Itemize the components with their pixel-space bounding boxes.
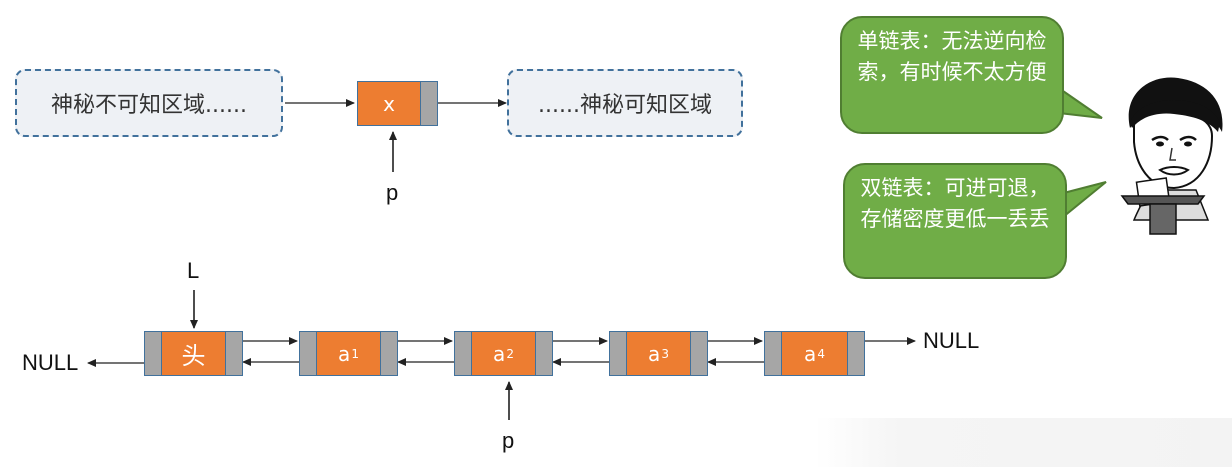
bubble-single-list: 单链表：无法逆向检索，有时候不太方便 [840,16,1064,134]
node-head-data: 头 [162,332,225,375]
node-head-prior [145,332,162,375]
node-head: 头 [144,331,243,376]
node-a1-next [380,332,397,375]
node-a4-label: a [804,341,817,366]
null-left: NULL [22,350,79,375]
node-a1-label: a [338,341,351,366]
node-a4-index: 4 [817,346,825,361]
node-a2-index: 2 [506,346,514,361]
node-a3-prior [610,332,627,375]
node-a4-prior [765,332,782,375]
bubble-double-text: 双链表：可进可退，存储密度更低一丢丢 [860,176,1050,231]
mystery-region-right: ......神秘可知区域 [507,69,743,137]
null-right: NULL [923,328,980,353]
node-x-data: x [358,82,420,125]
mystery-region-right-text: ......神秘可知区域 [538,93,712,118]
node-head-label: 头 [181,342,206,370]
node-a2-prior [455,332,472,375]
bubble-single-text: 单链表：无法逆向检索，有时候不太方便 [857,29,1047,84]
node-a1-prior [300,332,317,375]
watermark-strip [815,418,1232,467]
meme-reader-icon [1120,77,1223,235]
pointer-p-top: p [386,180,399,205]
mystery-region-left: 神秘不可知区域...... [15,69,283,137]
bubble-double-list: 双链表：可进可退，存储密度更低一丢丢 [843,163,1067,279]
node-a2-next [535,332,552,375]
node-a3-label: a [648,341,661,366]
node-a2-label: a [493,341,506,366]
pointer-L: L [187,258,200,283]
node-x-label: x [383,91,395,116]
mystery-region-left-text: 神秘不可知区域...... [51,93,247,118]
pointer-p-bottom: p [502,428,515,453]
node-a3-next [690,332,707,375]
node-a3-index: 3 [661,346,669,361]
node-x-next [420,82,437,125]
node-x: x [357,81,438,126]
node-a4-next [847,332,864,375]
node-head-next [225,332,242,375]
node-a1-index: 1 [351,346,359,361]
